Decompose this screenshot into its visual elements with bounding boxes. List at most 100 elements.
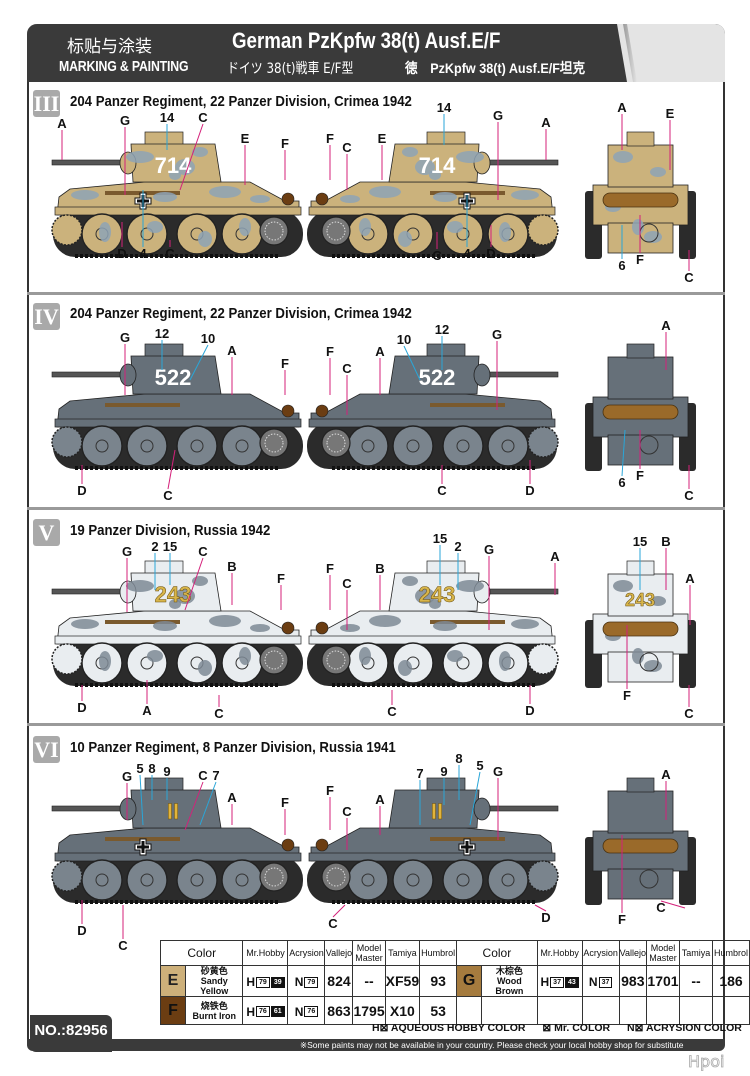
acrysion-code-box: 37	[598, 976, 613, 988]
drive-sprocket	[527, 214, 559, 246]
left-profile-tank	[51, 777, 303, 904]
rear-view-tank	[585, 777, 696, 905]
wheel-hub	[456, 873, 470, 887]
product-number-badge: NO.:82956	[30, 1015, 112, 1052]
fender	[308, 206, 556, 216]
road-wheel	[442, 425, 484, 467]
section-numeral-badge: IV	[33, 303, 60, 330]
model-master-code: 1795	[352, 996, 386, 1025]
callout-leader-line	[179, 123, 204, 191]
camo-patch	[429, 170, 441, 180]
acrysion-code-box: 76	[304, 1006, 319, 1018]
paint-callout-label: G	[122, 769, 132, 784]
turret-number-marking: 243	[419, 582, 456, 607]
wheel-hub	[456, 656, 470, 670]
camo-patch	[632, 219, 644, 235]
wheel-hub	[95, 439, 109, 453]
empty-cell	[618, 996, 648, 1025]
cross-center	[137, 841, 149, 853]
rear-turret	[607, 144, 674, 188]
paint-callout-label: F	[326, 561, 334, 576]
gun-barrel	[482, 371, 559, 378]
section-divider	[27, 292, 725, 295]
callout-leader-line	[469, 771, 481, 826]
camo-patch	[340, 195, 360, 203]
exhaust-muffler	[602, 838, 679, 854]
watermark: Hpoi	[688, 1052, 725, 1072]
col-header-humbrol: Humbrol	[712, 940, 750, 966]
wheel-hub	[235, 439, 249, 453]
mr-color-code: 61	[270, 1006, 285, 1018]
humbrol-code: 186	[712, 965, 750, 997]
commander-cupola	[144, 777, 184, 792]
legend-aqueous: H⊠ AQUEOUS HOBBY COLOR	[372, 1022, 526, 1034]
gun-barrel	[51, 588, 128, 595]
col-header-acrysion: Acrysion	[581, 940, 620, 966]
callout-leader-line	[621, 429, 626, 477]
road-wheel	[221, 859, 263, 901]
callout-leader-line	[167, 449, 176, 490]
paint-callout-label: D	[486, 246, 495, 261]
decal-callout-label: 5	[476, 758, 483, 773]
paint-callout-label: D	[77, 483, 86, 498]
model-title: German PzKpfw 38(t) Ausf.E/F	[232, 28, 501, 53]
col-header-tamiya: Tamiya	[384, 940, 421, 966]
paint-callout-label: C	[387, 704, 397, 719]
paint-callout-label: F	[281, 136, 289, 151]
idler-spokes	[264, 221, 284, 241]
commander-cupola	[426, 131, 466, 146]
acrysion-code-box: 79	[304, 976, 319, 988]
decal-callout-label: 6	[618, 258, 625, 273]
empty-cell	[581, 996, 620, 1025]
commander-cupola	[426, 560, 466, 575]
col-header-color: Color	[159, 940, 244, 966]
callout-leader-line	[184, 781, 204, 831]
rear-view-tank	[585, 131, 696, 259]
road-wheel	[126, 859, 168, 901]
paint-callout-label: C	[165, 246, 175, 261]
fender	[54, 418, 302, 428]
camo-patch	[153, 192, 177, 202]
gun-mantlet	[473, 363, 491, 387]
road-wheel	[176, 859, 218, 901]
color-name-en: Wood Brown	[495, 976, 524, 996]
legend-acrysion: N⊠ ACRYSION COLOR	[627, 1022, 742, 1034]
fender	[54, 852, 302, 862]
headlight	[315, 404, 329, 418]
cupola	[626, 777, 655, 793]
callout-leader-line	[534, 904, 547, 912]
wheel-hub	[406, 873, 420, 887]
tamiya-code: XF59	[384, 965, 421, 997]
camo-patch	[447, 650, 463, 662]
wheel-hub	[501, 873, 515, 887]
exhaust-muffler	[602, 621, 679, 637]
empty-cell	[536, 996, 583, 1025]
aqueous-code: 37	[550, 976, 564, 988]
paint-callout-label: F	[326, 783, 334, 798]
idler-wheel	[321, 428, 351, 458]
paint-callout-label: C	[437, 483, 447, 498]
rear-hatch	[639, 869, 659, 889]
commander-cupola	[144, 131, 184, 146]
col-header-humbrol: Humbrol	[419, 940, 458, 966]
balkenkreuz-icon	[458, 838, 476, 856]
paint-callout-label: C	[198, 110, 208, 125]
section-divider	[27, 507, 725, 510]
wheel-hub	[190, 439, 204, 453]
gun-barrel	[51, 159, 128, 166]
decal-callout-label: 15	[433, 531, 447, 546]
paint-callout-label: A	[661, 767, 671, 782]
marking-painting-title: MARKING & PAINTING	[59, 58, 189, 75]
paint-color-table: Color Mr.Hobby Acrysion Vallejo Model Ma…	[159, 940, 750, 1025]
camo-patch	[511, 190, 539, 200]
left-profile-tank	[51, 343, 303, 470]
vallejo-code: 983	[618, 965, 648, 997]
col-header-vallejo: Vallejo	[324, 940, 354, 966]
camo-patch	[175, 159, 195, 175]
cross-center	[461, 841, 473, 853]
gun-barrel	[51, 371, 128, 378]
camo-patch	[433, 621, 457, 631]
